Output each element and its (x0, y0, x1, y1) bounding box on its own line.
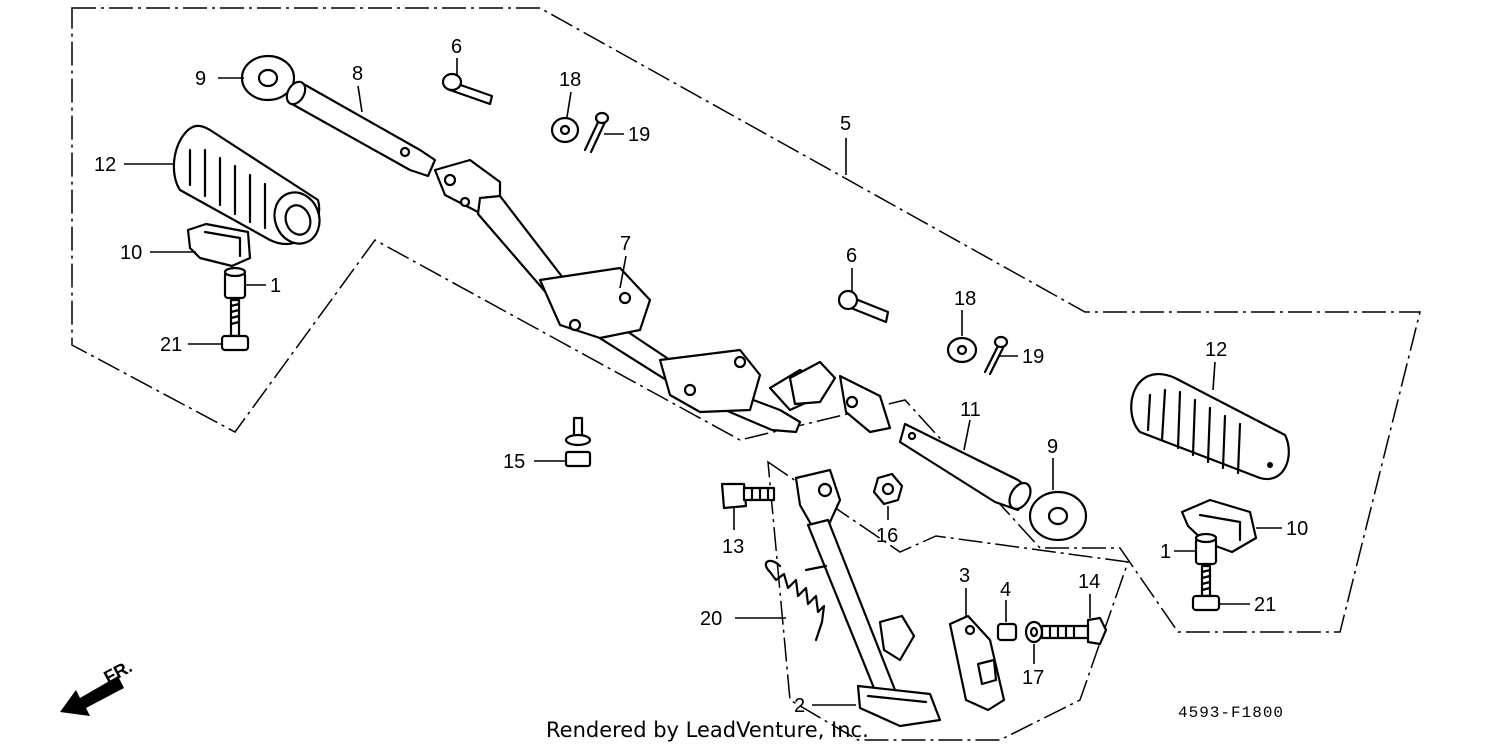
callout-7[interactable]: 7 (620, 233, 631, 255)
side-stand[interactable] (794, 468, 942, 728)
callout-18-upper[interactable]: 18 (559, 69, 581, 91)
footpeg-rubber-left[interactable] (172, 124, 327, 250)
callout-12-right[interactable]: 12 (1205, 339, 1227, 361)
callout-14[interactable]: 14 (1078, 571, 1100, 593)
callout-19-lower[interactable]: 19 (1022, 346, 1044, 368)
callout-3[interactable]: 3 (959, 565, 970, 587)
bolt-left[interactable] (220, 298, 250, 352)
bolt-13[interactable] (720, 482, 776, 510)
washer-18-upper[interactable] (550, 116, 580, 144)
step-bar-main[interactable] (433, 158, 892, 434)
cotter-pin-lower[interactable] (983, 335, 1009, 376)
collar-4[interactable] (996, 622, 1018, 642)
callout-21-right[interactable]: 21 (1254, 594, 1276, 616)
footpeg-rubber-right[interactable] (1130, 373, 1290, 481)
callout-13[interactable]: 13 (722, 536, 744, 558)
callout-17[interactable]: 17 (1022, 667, 1044, 689)
callout-10-left[interactable]: 10 (120, 242, 142, 264)
pin-lower[interactable] (837, 289, 890, 324)
washer-right[interactable] (1028, 490, 1088, 542)
collar-left[interactable] (223, 266, 247, 300)
footpeg-pipe-right[interactable] (898, 422, 1035, 513)
footpeg-bracket-right[interactable] (1180, 498, 1258, 554)
callout-15[interactable]: 15 (503, 451, 525, 473)
callout-6-lower[interactable]: 6 (846, 245, 857, 267)
footpeg-bracket-left[interactable] (186, 222, 252, 268)
callout-11[interactable]: 11 (960, 399, 981, 421)
washer-17[interactable] (1024, 620, 1044, 644)
front-direction-label: FR. (100, 656, 135, 687)
washer-18-lower[interactable] (946, 336, 978, 364)
callout-2[interactable]: 2 (794, 695, 805, 717)
front-direction-arrow (60, 676, 124, 716)
callout-1-left[interactable]: 1 (270, 275, 281, 297)
callout-18-lower[interactable]: 18 (954, 288, 976, 310)
bolt-14[interactable] (1040, 616, 1108, 646)
callout-9-left[interactable]: 9 (195, 68, 206, 90)
footpeg-pipe-left[interactable] (283, 79, 437, 178)
callout-5[interactable]: 5 (840, 113, 851, 135)
callout-4[interactable]: 4 (1000, 579, 1011, 601)
assembly-outline-upper (71, 7, 1421, 633)
callout-20[interactable]: 20 (700, 608, 722, 630)
callout-1-right[interactable]: 1 (1160, 541, 1171, 563)
leader-lines (124, 58, 1282, 706)
nut-16[interactable] (872, 472, 904, 506)
cotter-pin-upper[interactable] (583, 111, 610, 154)
pin-upper[interactable] (441, 72, 494, 106)
collar-right[interactable] (1194, 532, 1218, 566)
callout-21-left[interactable]: 21 (160, 334, 182, 356)
stand-plate[interactable] (948, 614, 1006, 712)
callout-8[interactable]: 8 (352, 63, 363, 85)
stand-spring[interactable] (764, 559, 826, 642)
assembly-outline-lower (767, 460, 1130, 741)
bolt-right[interactable] (1191, 564, 1221, 612)
bolt-15[interactable] (564, 416, 592, 468)
callout-10-right[interactable]: 10 (1286, 518, 1308, 540)
callout-19-upper[interactable]: 19 (628, 124, 650, 146)
callout-12-left[interactable]: 12 (94, 154, 116, 176)
diagram-code: 4593-F1800 (1178, 704, 1284, 722)
render-credit: Rendered by LeadVenture, Inc. (546, 718, 869, 742)
callout-16[interactable]: 16 (876, 525, 898, 547)
callout-9-right[interactable]: 9 (1047, 436, 1058, 458)
callout-6-upper[interactable]: 6 (451, 36, 462, 58)
